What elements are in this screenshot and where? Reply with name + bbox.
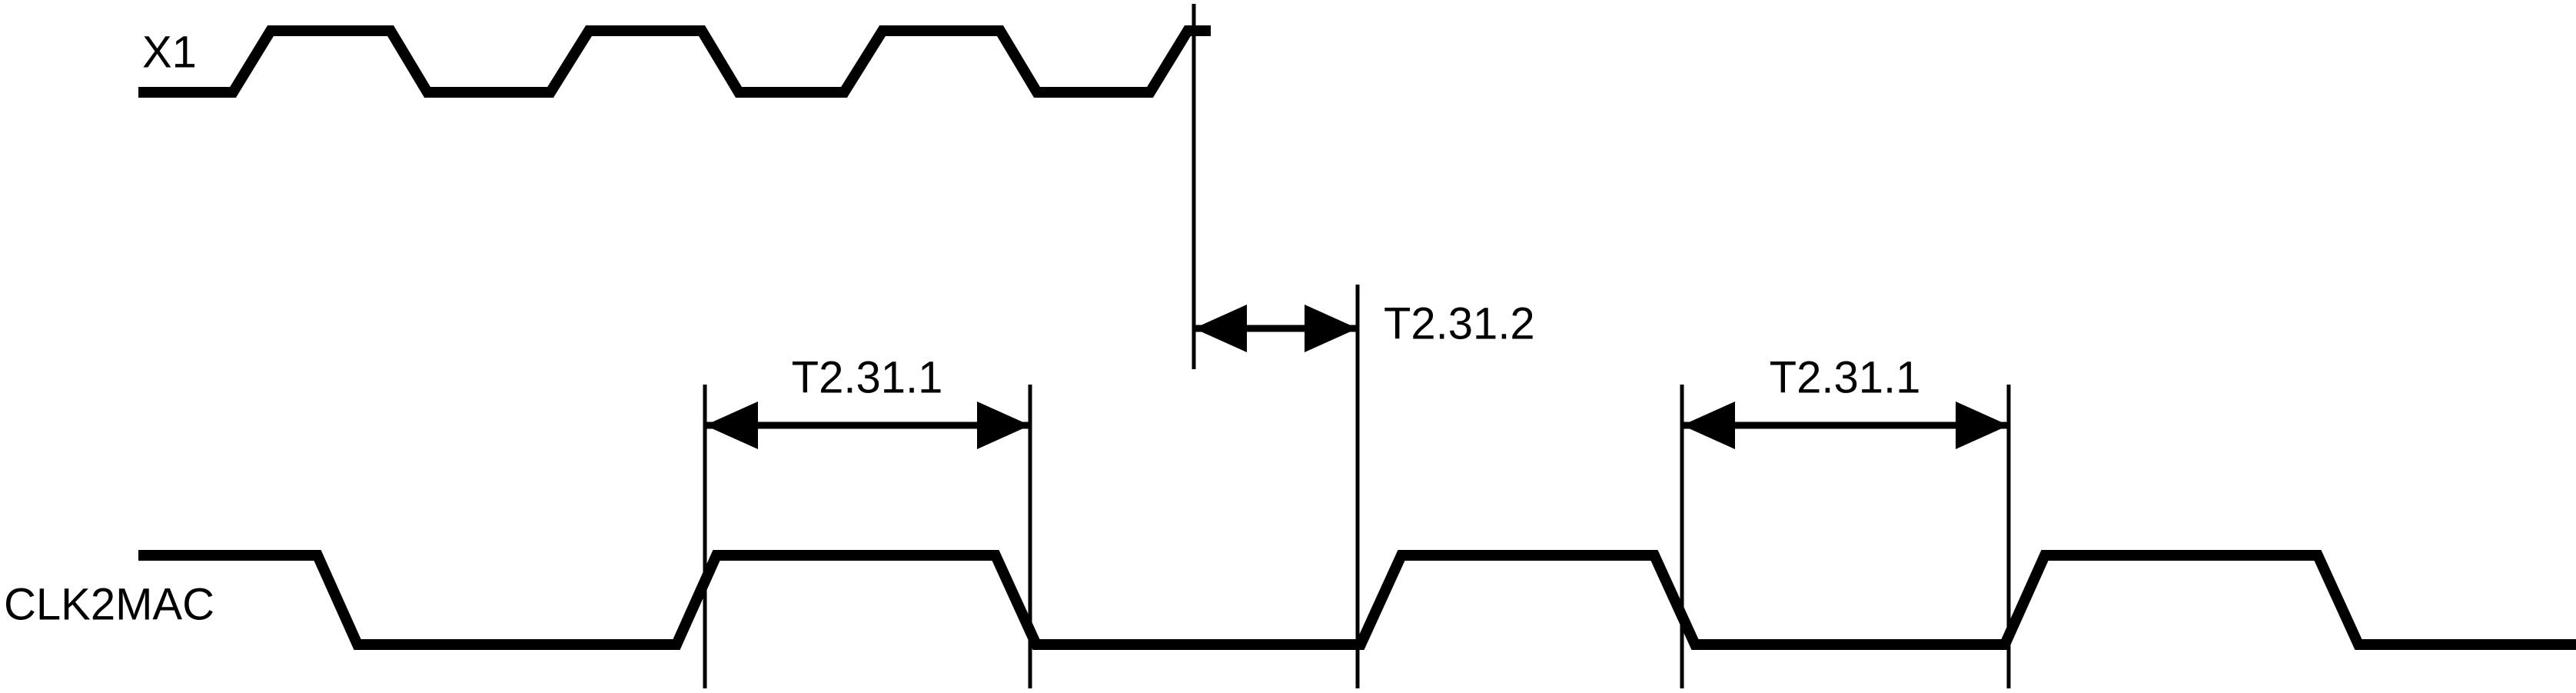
dimension-t2311-first: T2.31.1 bbox=[705, 352, 1030, 449]
waveform-clk2mac bbox=[138, 550, 2576, 650]
annotation-label-t2311-second: T2.31.1 bbox=[1770, 352, 1921, 402]
waveform-x1 bbox=[138, 25, 1211, 98]
dimension-t2312: T2.31.2 bbox=[1194, 298, 1535, 352]
arrow-head-left-t2311-second bbox=[1682, 401, 1735, 449]
arrow-head-right-t2312 bbox=[1305, 305, 1358, 352]
arrow-head-left-t2312 bbox=[1194, 305, 1247, 352]
dimension-t2311-second: T2.31.1 bbox=[1682, 352, 2009, 449]
signal-label-x1: X1 bbox=[142, 27, 197, 77]
arrow-head-right-t2311-second bbox=[1956, 401, 2009, 449]
signal-label-clk2mac: CLK2MAC bbox=[4, 579, 214, 629]
annotation-label-t2312: T2.31.2 bbox=[1384, 298, 1535, 348]
arrow-head-left-t2311-first bbox=[705, 401, 758, 449]
annotation-label-t2311-first: T2.31.1 bbox=[792, 352, 943, 402]
arrow-head-right-t2311-first bbox=[977, 401, 1030, 449]
